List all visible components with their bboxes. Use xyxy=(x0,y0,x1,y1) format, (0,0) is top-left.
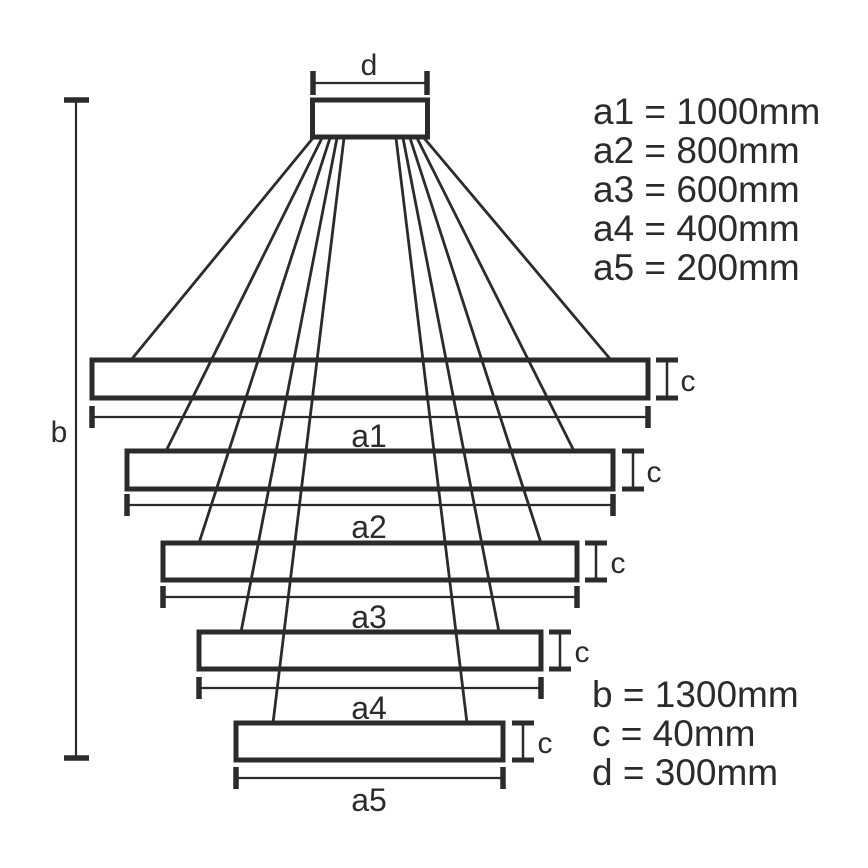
dim-a5: a5 xyxy=(233,767,506,818)
ring-2 xyxy=(124,448,616,492)
c-bracket-5: c xyxy=(512,720,553,763)
spec-a1: a1 = 1000mm xyxy=(593,91,820,132)
dim-a1: a1 xyxy=(89,406,651,454)
suspension-cable xyxy=(401,137,501,633)
suspension-cable xyxy=(164,137,324,452)
c-bracket-1: c xyxy=(656,357,696,401)
suspension-cable xyxy=(415,137,576,452)
label-a3: a3 xyxy=(351,599,387,635)
label-a2: a2 xyxy=(351,509,387,545)
suspension-cable xyxy=(239,137,339,633)
label-d: d xyxy=(361,49,378,82)
label-c: c xyxy=(538,727,553,760)
canopy xyxy=(310,97,430,140)
dim-a3: a3 xyxy=(160,586,580,635)
spec-list-ring-diameters: a1 = 1000mm a2 = 800mm a3 = 600mm a4 = 4… xyxy=(593,91,820,288)
ring-5 xyxy=(233,720,506,763)
label-b: b xyxy=(51,416,68,449)
dim-a2: a2 xyxy=(124,494,616,545)
suspension-cable xyxy=(271,137,346,724)
spec-a2: a2 = 800mm xyxy=(593,130,800,171)
label-c: c xyxy=(575,636,590,669)
dim-a4: a4 xyxy=(196,677,544,726)
spec-a4: a4 = 400mm xyxy=(593,208,800,249)
spec-list-other: b = 1300mm c = 40mm d = 300mm xyxy=(592,674,799,793)
suspension-cable xyxy=(394,137,469,724)
dim-d: d xyxy=(310,49,430,95)
spec-a5: a5 = 200mm xyxy=(593,247,800,288)
label-a5: a5 xyxy=(351,782,387,818)
label-a1: a1 xyxy=(351,418,387,454)
spec-a3: a3 = 600mm xyxy=(593,169,800,210)
suspension-cable xyxy=(197,137,332,544)
c-bracket-3: c xyxy=(585,540,626,583)
label-c: c xyxy=(681,365,696,398)
c-bracket-2: c xyxy=(622,448,662,492)
label-c: c xyxy=(611,547,626,580)
c-bracket-4: c xyxy=(549,629,590,672)
spec-b: b = 1300mm xyxy=(592,674,799,715)
label-a4: a4 xyxy=(351,690,387,726)
dim-b: b xyxy=(51,97,89,761)
suspension-cable xyxy=(129,137,315,361)
ring-1 xyxy=(89,357,651,401)
suspension-cable xyxy=(408,137,543,544)
ring-4 xyxy=(196,629,544,672)
suspension-cable xyxy=(422,137,613,361)
label-c: c xyxy=(647,456,662,489)
ring-3 xyxy=(160,540,580,583)
spec-c: c = 40mm xyxy=(592,713,755,754)
suspension-cables xyxy=(129,137,613,724)
spec-d: d = 300mm xyxy=(592,752,778,793)
